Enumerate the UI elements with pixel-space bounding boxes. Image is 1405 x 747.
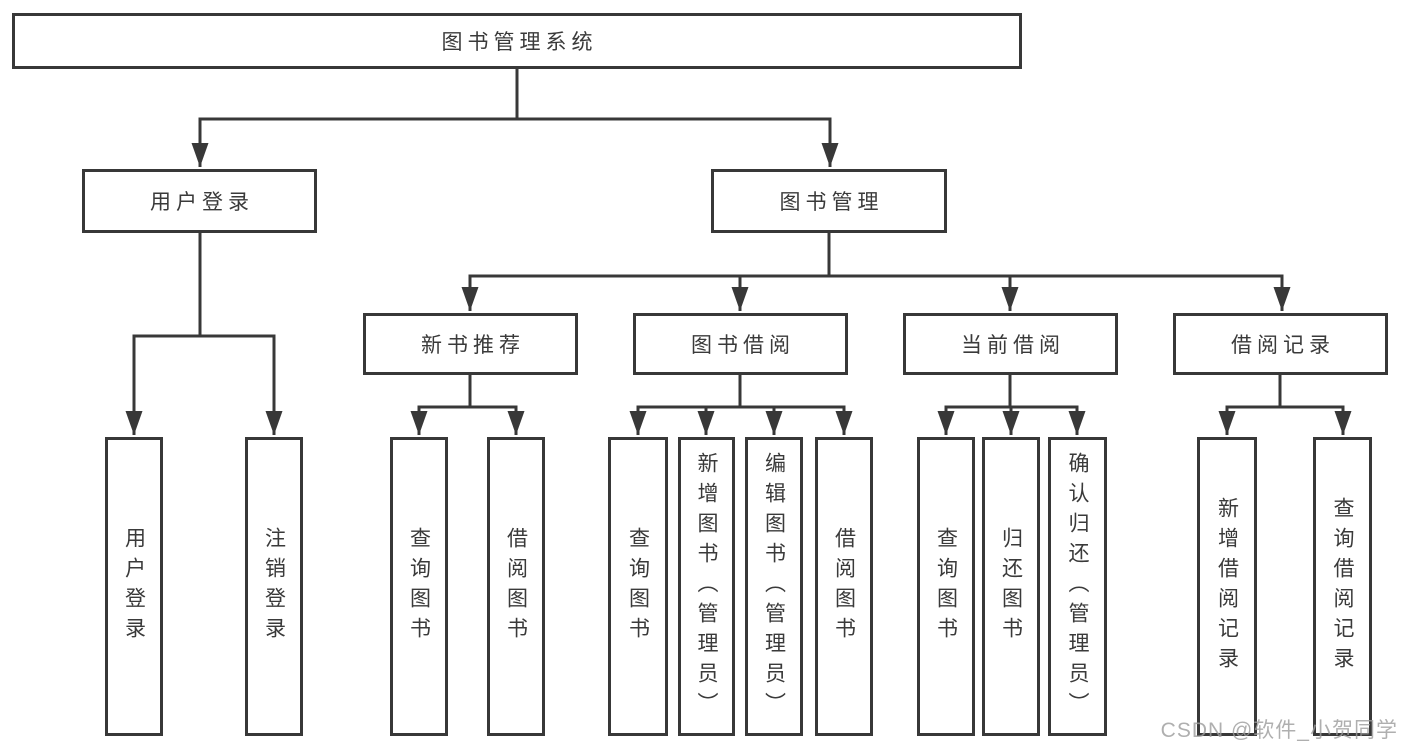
csdn-watermark: CSDN @软件_小贺同学 [1160,719,1398,742]
connector-book-management [461,230,1291,311]
connector-new-book-recommend [410,374,525,435]
node-current-borrowing: 当前借阅 [903,313,1118,375]
leaf-return-books: 归还图书 [982,437,1040,736]
leaf-logout: 注销登录 [245,437,303,736]
node-book-borrowing: 图书借阅 [633,313,848,375]
node-new-book-recommend: 新书推荐 [363,313,578,375]
connector-book-borrowing [629,374,853,435]
leaf-borrow-books-borrowing: 借阅图书 [815,437,873,736]
leaf-user-login: 用户登录 [105,437,163,736]
connector-borrowing-records [1218,374,1352,435]
leaf-query-books-recommend: 查询图书 [390,437,448,736]
node-borrowing-records: 借阅记录 [1173,313,1388,375]
leaf-query-borrow-record: 查询借阅记录 [1313,437,1372,736]
connector-current-borrowing [937,374,1086,435]
leaf-borrow-books-recommend: 借阅图书 [487,437,545,736]
node-user-login: 用户登录 [82,169,317,233]
leaf-confirm-return-admin: 确认归还（管理员） [1048,437,1107,736]
leaf-add-book-admin: 新增图书（管理员） [678,437,735,736]
leaf-add-borrow-record: 新增借阅记录 [1197,437,1257,736]
leaf-query-books-borrowing: 查询图书 [608,437,668,736]
node-book-management: 图书管理 [711,169,947,233]
connector-root [191,66,839,167]
node-library-management-system: 图书管理系统 [12,13,1022,69]
connector-user-login [125,230,283,435]
leaf-query-books-current: 查询图书 [917,437,975,736]
leaf-edit-book-admin: 编辑图书（管理员） [745,437,803,736]
